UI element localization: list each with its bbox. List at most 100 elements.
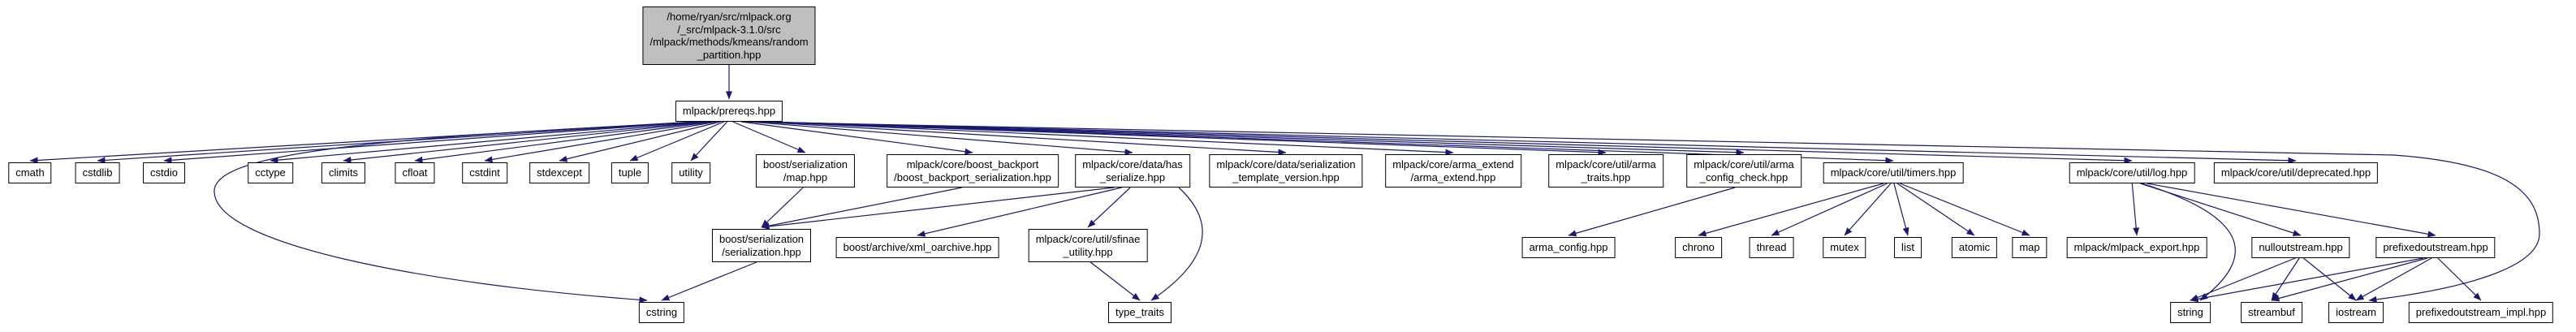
graph-node-type_traits: type_traits — [1108, 302, 1171, 323]
graph-edge-prereqs-boost_backport — [740, 121, 973, 155]
graph-node-label: boost/serialization — [718, 233, 805, 245]
graph-node-iostream: iostream — [2328, 302, 2384, 323]
graph-node-label: mlpack/core/util/log.hpp — [2076, 166, 2188, 179]
graph-node-prefixedoutstream[interactable]: prefixedoutstream.hpp — [2375, 237, 2496, 258]
graph-node-label: _traits.hpp — [1581, 170, 1631, 183]
graph-node-arma_config_check[interactable]: mlpack/core/util/arma_config_check.hpp — [1686, 154, 1801, 188]
graph-node-cctype: cctype — [248, 162, 293, 183]
graph-node-label: _partition.hpp — [697, 48, 762, 61]
graph-edge-prereqs-ser_tmpl_ver — [757, 121, 1287, 156]
graph-node-nulloutstream[interactable]: nulloutstream.hpp — [2251, 237, 2350, 258]
graph-node-label: utility — [679, 166, 703, 179]
graph-node-label: /home/ryan/src/mlpack.org — [667, 11, 792, 23]
graph-node-label: mlpack/core/util/timers.hpp — [1830, 166, 1957, 179]
graph-edge-log-string — [2141, 183, 2236, 301]
graph-node-label: cstdlib — [82, 166, 113, 179]
graph-node-tuple: tuple — [611, 162, 649, 183]
graph-node-label: cmath — [15, 166, 45, 179]
graph-node-label: climits — [328, 166, 359, 179]
graph-edge-prefixedoutstream-prefixedoutstream_impl — [2437, 257, 2482, 301]
graph-node-boost_backport[interactable]: mlpack/core/boost_backport/boost_backpor… — [887, 154, 1059, 188]
graph-node-label: _utility.hpp — [1063, 245, 1113, 258]
graph-edge-prereqs-cctype — [270, 121, 706, 164]
graph-node-label: mlpack/core/util/arma — [1694, 158, 1794, 170]
graph-node-arma_traits[interactable]: mlpack/core/util/arma_traits.hpp — [1548, 154, 1663, 188]
graph-edge-prereqs-log — [762, 121, 2133, 164]
graph-node-prereqs[interactable]: mlpack/prereqs.hpp — [675, 101, 783, 122]
graph-node-arma_config[interactable]: arma_config.hpp — [1521, 237, 1616, 258]
graph-edge-boost_serialization-cstring — [661, 261, 757, 301]
graph-node-label: list — [1901, 241, 1914, 253]
graph-edge-timers-list — [1893, 183, 1909, 236]
graph-node-boost_ser_map: boost/serialization/map.hpp — [755, 154, 856, 188]
graph-edge-prereqs-deprecated — [762, 121, 2297, 164]
graph-edge-boost_ser_map-boost_serialization — [761, 187, 804, 228]
graph-edge-nulloutstream-iostream — [2303, 257, 2357, 301]
graph-edge-log-prefixedoutstream — [2147, 183, 2436, 238]
graph-node-climits: climits — [321, 162, 366, 183]
graph-node-label: mlpack/core/boost_backport — [906, 158, 1039, 170]
graph-edge-prereqs-climits — [343, 121, 710, 163]
graph-edge-has_serialize-sfinae — [1087, 187, 1131, 228]
graph-edge-prereqs-cstring — [214, 121, 714, 304]
graph-node-sfinae[interactable]: mlpack/core/util/sfinae_utility.hpp — [1028, 229, 1148, 263]
graph-node-streambuf: streambuf — [2241, 302, 2302, 323]
graph-node-label: mlpack/core/arma_extend — [1392, 158, 1514, 170]
graph-node-label: /arma_extend.hpp — [1410, 170, 1496, 183]
graph-node-utility: utility — [671, 162, 710, 183]
graph-node-cstdint: cstdint — [462, 162, 507, 183]
graph-node-cfloat: cfloat — [395, 162, 435, 183]
graph-node-cstdio: cstdio — [143, 162, 185, 183]
graph-node-label: prefixedoutstream.hpp — [2383, 241, 2488, 253]
graph-node-has_serialize[interactable]: mlpack/core/data/has_serialize.hpp — [1075, 154, 1190, 188]
graph-edge-nulloutstream-streambuf — [2271, 257, 2300, 301]
graph-node-label: cfloat — [402, 166, 428, 179]
graph-edge-has_serialize-xml_oarchive — [917, 187, 1122, 237]
graph-edge-prereqs-utility — [690, 121, 728, 162]
graph-node-timers[interactable]: mlpack/core/util/timers.hpp — [1823, 162, 1964, 183]
graph-edge-nulloutstream-string — [2190, 257, 2296, 301]
graph-node-label: chrono — [1682, 241, 1715, 253]
graph-node-label: mlpack/core/util/arma — [1556, 158, 1656, 170]
graph-node-label: /boost_backport_serialization.hpp — [894, 170, 1051, 183]
graph-node-mlpack_export[interactable]: mlpack/mlpack_export.hpp — [2066, 237, 2207, 258]
graph-edge-has_serialize-type_traits — [1150, 187, 1203, 301]
graph-node-label: mutex — [1830, 241, 1859, 253]
graph-node-list: list — [1894, 237, 1922, 258]
graph-node-label: mlpack/core/data/serialization — [1216, 158, 1356, 170]
graph-node-label: /mlpack/methods/kmeans/random — [649, 36, 809, 49]
graph-edge-prefixedoutstream-string — [2190, 257, 2424, 303]
graph-node-label: cctype — [255, 166, 286, 179]
graph-edge-timers-map_std — [1900, 183, 2030, 236]
graph-node-arma_extend[interactable]: mlpack/core/arma_extend/arma_extend.hpp — [1385, 154, 1521, 188]
graph-edge-prereqs-iostream — [744, 121, 2540, 303]
graph-node-label: prefixedoutstream_impl.hpp — [2415, 306, 2547, 318]
graph-node-label: atomic — [1958, 241, 1991, 253]
graph-node-label: cstring — [645, 306, 678, 318]
graph-edge-timers-mutex — [1844, 183, 1892, 236]
graph-edge-prereqs-cstdint — [484, 121, 718, 163]
graph-node-label: iostream — [2336, 306, 2376, 318]
graph-node-log[interactable]: mlpack/core/util/log.hpp — [2069, 162, 2195, 183]
graph-node-label: nulloutstream.hpp — [2259, 241, 2343, 253]
graph-edge-prefixedoutstream-iostream — [2355, 257, 2432, 301]
graph-node-label: _config_check.hpp — [1699, 170, 1789, 183]
graph-node-ser_tmpl_ver[interactable]: mlpack/core/data/serialization_template_… — [1209, 154, 1363, 188]
graph-node-map_std: map — [2012, 237, 2047, 258]
graph-node-label: thread — [1756, 241, 1787, 253]
graph-edge-timers-chrono — [1698, 183, 1884, 237]
graph-node-chrono: chrono — [1675, 237, 1722, 258]
graph-node-label: _template_version.hpp — [1232, 170, 1340, 183]
graph-node-label: streambuf — [2248, 306, 2295, 318]
graph-node-cmath: cmath — [8, 162, 52, 183]
graph-node-cstring: cstring — [638, 302, 685, 323]
graph-node-label: mlpack/core/data/has — [1082, 158, 1183, 170]
graph-edge-log-mlpack_export — [2131, 183, 2140, 236]
graph-node-label: stdexcept — [537, 166, 582, 179]
graph-node-root: /home/ryan/src/mlpack.org/_src/mlpack-3.… — [642, 6, 816, 66]
graph-node-label: /map.hpp — [783, 170, 828, 183]
graph-node-deprecated[interactable]: mlpack/core/util/deprecated.hpp — [2213, 162, 2379, 183]
graph-node-prefixedoutstream_impl[interactable]: prefixedoutstream_impl.hpp — [2408, 302, 2554, 323]
graph-node-thread: thread — [1749, 237, 1794, 258]
